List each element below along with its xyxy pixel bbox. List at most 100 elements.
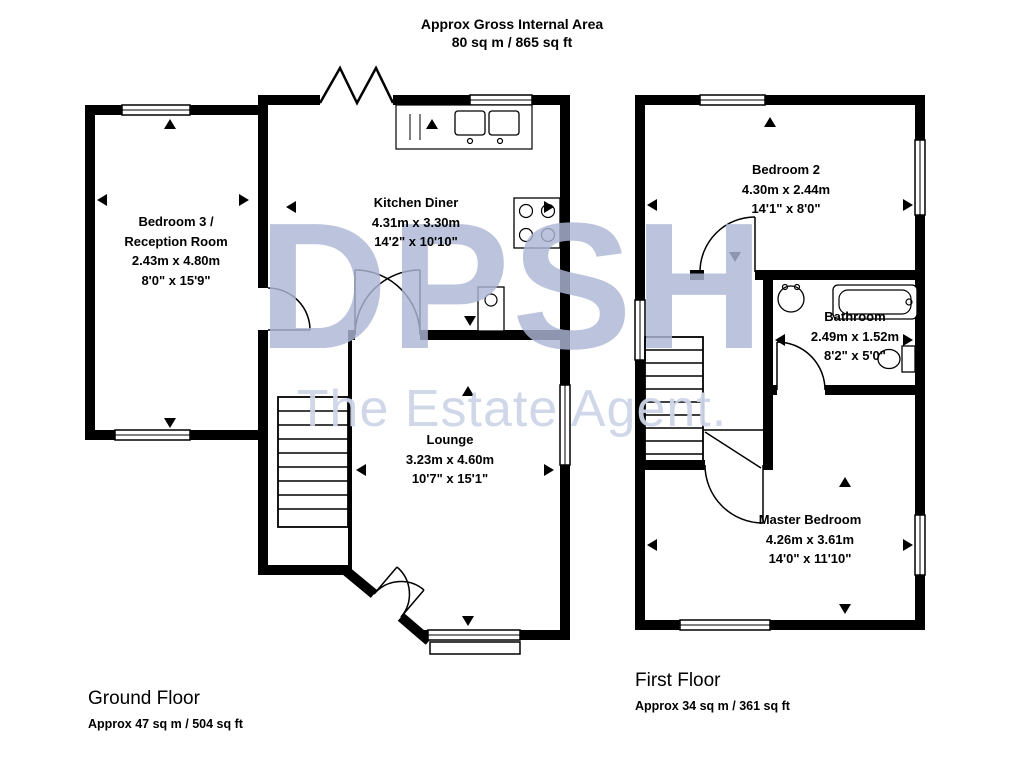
wall — [258, 565, 348, 575]
room-dim-imperial: 8'2" x 5'0" — [824, 348, 886, 363]
wall — [915, 95, 925, 630]
dimension-arrow-up — [462, 386, 474, 396]
room-dim-imperial: 14'2" x 10'10" — [374, 234, 458, 249]
gross-area-title: Approx Gross Internal Area — [420, 16, 604, 32]
dimension-arrow-right — [544, 201, 554, 213]
dimension-arrow-up — [426, 119, 438, 129]
wall — [258, 105, 268, 288]
room-label-bathroom: Bathroom 2.49m x 1.52m 8'2" x 5'0" — [780, 307, 930, 366]
wall — [763, 280, 773, 395]
staircase-first — [644, 336, 763, 469]
ground-floor-plan — [85, 65, 571, 655]
ground-walls — [85, 95, 570, 645]
ground-doors — [267, 65, 425, 618]
room-label-bedroom3: Bedroom 3 / Reception Room 2.43m x 4.80m… — [113, 212, 239, 290]
porch-wall — [397, 613, 433, 645]
dimension-arrow-right — [903, 334, 913, 346]
door-arc — [354, 269, 421, 336]
door-arc — [704, 464, 764, 524]
wall — [635, 620, 925, 630]
sink-tap — [466, 137, 474, 145]
room-label-bedroom2: Bedroom 2 4.30m x 2.44m 14'1" x 8'0" — [701, 160, 871, 219]
dimension-arrow-up — [164, 119, 176, 129]
room-name: Bedroom 3 / Reception Room — [124, 214, 228, 249]
wall — [635, 95, 645, 630]
wall — [763, 385, 777, 395]
wall — [258, 330, 268, 440]
first-dimension-arrows — [647, 117, 913, 614]
wall — [420, 330, 560, 340]
winder-step — [704, 431, 762, 469]
room-name: Kitchen Diner — [373, 195, 459, 210]
door-arc — [776, 341, 826, 391]
dimension-arrow-left — [286, 201, 296, 213]
toilet-bowl — [877, 348, 901, 370]
first-floor-caption: First Floor Approx 34 sq m / 361 sq ft — [635, 670, 790, 713]
sink-bowl — [454, 110, 486, 136]
boiler-dial — [484, 293, 498, 307]
stove — [513, 197, 561, 249]
room-dim-metric: 2.49m x 1.52m — [810, 328, 900, 344]
french-doors — [318, 65, 395, 106]
bath-tap — [905, 298, 913, 306]
sink-bowl — [488, 110, 520, 136]
dimension-arrow-left — [647, 199, 657, 211]
floor-label: Ground Floor — [88, 688, 200, 709]
ground-windows — [114, 94, 571, 655]
door-arc — [699, 216, 756, 273]
staircase-ground — [277, 396, 349, 528]
room-label-lounge: Lounge 3.23m x 4.60m 10'7" x 15'1" — [365, 430, 535, 489]
hob-burners — [513, 197, 561, 249]
dimension-arrow-left — [775, 334, 785, 346]
sink-tap — [496, 137, 504, 145]
wash-basin — [777, 285, 805, 313]
wall — [258, 95, 320, 105]
first-floor-plan — [634, 94, 926, 631]
room-dim-imperial: 14'0" x 11'10" — [768, 551, 852, 566]
gross-area-value: 80 sq m / 865 sq ft — [451, 34, 573, 50]
stair-outline — [644, 336, 704, 466]
dimension-arrow-right — [903, 539, 913, 551]
wall — [755, 270, 925, 280]
wall — [348, 330, 355, 340]
room-dim-imperial: 8'0" x 15'9" — [141, 272, 211, 288]
wall — [825, 385, 925, 395]
gross-area-header: Approx Gross Internal Area 80 sq m / 865… — [0, 16, 1024, 50]
dimension-arrow-right — [239, 194, 249, 206]
first-windows — [634, 94, 926, 631]
burner — [540, 227, 556, 243]
ground-dimension-arrows — [97, 119, 554, 626]
dimension-arrow-left — [647, 539, 657, 551]
wall — [690, 270, 704, 280]
room-dim-imperial: 14'1" x 8'0" — [751, 201, 821, 216]
room-dim-metric: 4.30m x 2.44m — [741, 181, 831, 197]
room-name: Lounge — [426, 432, 474, 447]
floor-area: Approx 47 sq m / 504 sq ft — [88, 717, 243, 731]
basin-tap — [793, 283, 801, 291]
stair-partition — [348, 340, 352, 572]
first-doors — [699, 216, 826, 524]
wall — [258, 440, 268, 575]
basin-tap — [781, 283, 789, 291]
ground-floor-caption: Ground Floor Approx 47 sq m / 504 sq ft — [88, 688, 243, 731]
entrance-door-leaf — [400, 589, 425, 618]
floor-label: First Floor — [635, 670, 721, 691]
bathroom-fixtures — [777, 283, 918, 373]
door-arc — [267, 287, 311, 331]
bathtub — [832, 284, 918, 320]
room-dim-metric: 2.43m x 4.80m — [131, 253, 221, 268]
kitchen-counter — [395, 104, 533, 150]
dimension-arrow-down — [164, 418, 176, 428]
room-dim-metric: 4.31m x 3.30m — [371, 214, 461, 230]
wall — [85, 105, 95, 440]
dimension-arrow-down — [464, 316, 476, 326]
wall — [635, 95, 925, 105]
entrance-door-arc — [373, 580, 425, 595]
room-dim-imperial: 10'7" x 15'1" — [411, 471, 489, 486]
dimension-arrow-left — [97, 194, 107, 206]
burner — [518, 203, 534, 219]
room-name: Master Bedroom — [758, 512, 862, 527]
burner — [518, 227, 534, 243]
dimension-arrow-right — [903, 199, 913, 211]
